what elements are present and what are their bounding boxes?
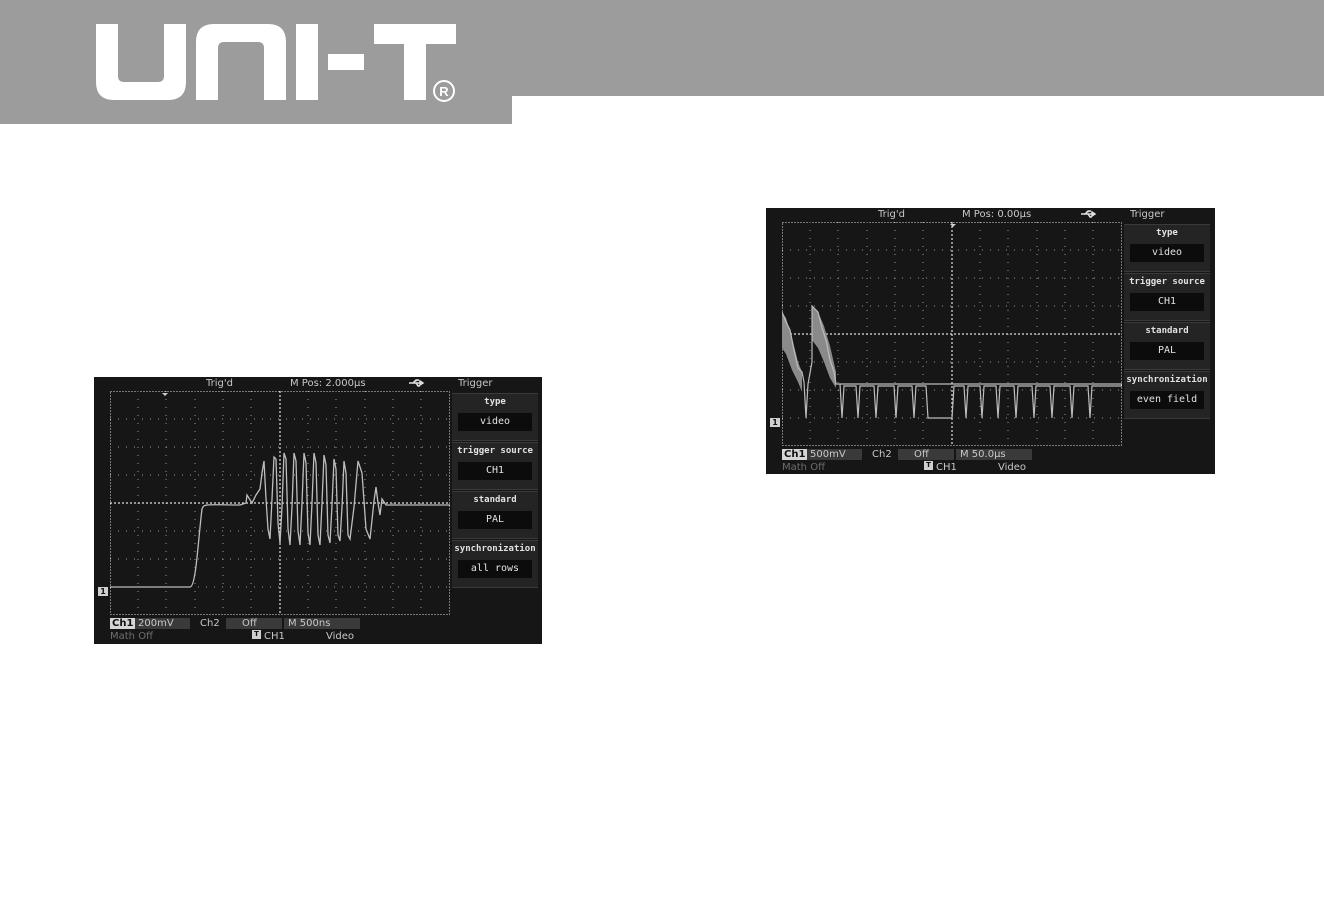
menu-trigger-source-value: CH1 [1130,293,1204,311]
timebase: M 500ns [288,617,330,630]
menu-trigger-source[interactable]: trigger source CH1 [452,442,538,490]
waveform-grid [782,222,1122,446]
uni-t-logo: R [96,24,466,104]
menu-trigger-source-value: CH1 [458,462,532,480]
m-pos-readout: M Pos: 0.00µs [962,208,1031,222]
menu-type[interactable]: type video [1124,224,1210,272]
trigger-icon: T [252,630,261,639]
status-row-2: Math Off T CH1 Video [766,461,1215,474]
ch2-state: Off [914,448,929,461]
waveform-band [812,306,836,388]
menu-type-value: video [1130,244,1204,262]
ch1-label: Ch1 [110,618,135,629]
menu-synchronization-label: synchronization [1124,375,1210,385]
oscilloscope-screen-2: Trig'd M Pos: 0.00µs Trigger [766,208,1215,474]
trigger-type-readout: Video [998,461,1026,474]
waveform-grid [110,391,450,615]
menu-type-label: type [452,397,538,407]
trigger-status: Trig'd [206,377,233,391]
menu-synchronization[interactable]: synchronization even field [1124,371,1210,419]
menu-title: Trigger [1130,208,1165,222]
ch1-scale: 200mV [138,617,174,630]
trigger-source-readout: CH1 [264,630,285,643]
channel-1-marker: 1 [770,418,780,427]
ch2-label: Ch2 [872,448,892,461]
menu-synchronization[interactable]: synchronization all rows [452,540,538,588]
menu-standard[interactable]: standard PAL [452,491,538,539]
ch2-state: Off [242,617,257,630]
menu-synchronization-label: synchronization [452,544,538,554]
ch1-scale: 500mV [810,448,846,461]
menu-title: Trigger [458,377,493,391]
menu-synchronization-value: even field [1130,391,1204,409]
scope-top-bar: Trig'd M Pos: 2.000µs Trigger [94,377,542,391]
scope-top-bar: Trig'd M Pos: 0.00µs Trigger [766,208,1215,222]
menu-type-label: type [1124,228,1210,238]
menu-synchronization-value: all rows [458,560,532,578]
waveform-sync-pulses [840,384,1122,418]
waveform-band [782,312,802,392]
menu-trigger-source-label: trigger source [452,446,538,456]
trigger-status: Trig'd [878,208,905,222]
status-row-1: Ch1 500mV Ch2 Off M 50.0µs [766,448,1215,461]
status-row-1: Ch1 200mV Ch2 Off M 500ns [94,617,542,630]
menu-type-value: video [458,413,532,431]
trigger-icon: T [924,461,933,470]
oscilloscope-screen-1: Trig'd M Pos: 2.000µs Trigger [94,377,542,644]
timebase: M 50.0µs [960,448,1006,461]
trigger-source-readout: CH1 [936,461,957,474]
status-row-2: Math Off T CH1 Video [94,630,542,643]
m-pos-readout: M Pos: 2.000µs [290,377,366,391]
trigger-type-readout: Video [326,630,354,643]
math-status: Math Off [782,461,825,474]
math-status: Math Off [110,630,153,643]
menu-trigger-source[interactable]: trigger source CH1 [1124,273,1210,321]
menu-trigger-source-label: trigger source [1124,277,1210,287]
menu-standard-label: standard [1124,326,1210,336]
menu-type[interactable]: type video [452,393,538,441]
menu-standard-label: standard [452,495,538,505]
menu-standard-value: PAL [1130,342,1204,360]
channel-1-marker: 1 [98,587,108,596]
menu-standard[interactable]: standard PAL [1124,322,1210,370]
ch2-label: Ch2 [200,617,220,630]
menu-standard-value: PAL [458,511,532,529]
registered-mark: R [439,84,449,99]
ch1-label: Ch1 [782,449,807,460]
